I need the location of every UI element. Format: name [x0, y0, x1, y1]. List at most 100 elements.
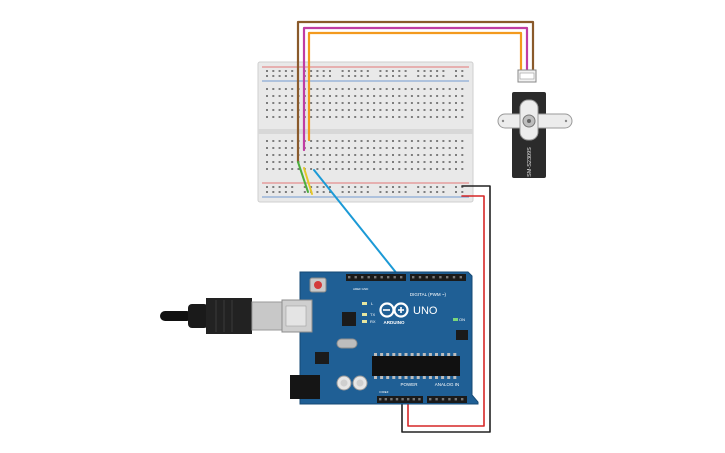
breadboard-hole	[354, 70, 357, 72]
breadboard-hole	[341, 88, 344, 90]
breadboard-hole	[272, 186, 275, 188]
chip-pin	[435, 353, 438, 356]
wire-blue-signal[interactable]	[313, 169, 403, 281]
breadboard-hole	[392, 70, 394, 72]
breadboard-hole	[385, 140, 388, 142]
breadboard-hole	[341, 102, 344, 104]
breadboard-hole	[461, 168, 464, 170]
digital-header-2	[410, 274, 466, 281]
breadboard-hole	[322, 70, 325, 72]
breadboard-hole	[404, 70, 407, 72]
wire-red-5v[interactable]	[407, 195, 485, 427]
digital-pin-hole	[446, 276, 449, 279]
breadboard-hole	[417, 191, 420, 193]
breadboard-hole	[404, 109, 407, 111]
breadboard-hole	[392, 147, 394, 149]
chip-pin	[453, 353, 457, 356]
chip-pin	[453, 376, 457, 379]
breadboard-hole	[373, 95, 376, 97]
breadboard-hole	[291, 140, 294, 142]
usb-cable[interactable]	[160, 298, 283, 334]
breadboard-hole	[366, 102, 369, 104]
breadboard-hole	[423, 95, 426, 97]
breadboard-hole	[266, 168, 268, 170]
breadboard-hole	[455, 154, 457, 156]
wire-magenta-servo-power[interactable]	[302, 26, 529, 152]
breadboard-hole	[272, 95, 275, 97]
breadboard-hole	[278, 168, 281, 170]
breadboard-hole	[278, 154, 281, 156]
wire-brown-servo-ground[interactable]	[296, 20, 535, 164]
breadboard-hole	[278, 75, 281, 77]
breadboard-hole	[366, 109, 369, 111]
breadboard-hole	[316, 70, 319, 72]
breadboard-hole	[347, 140, 350, 142]
breadboard-hole	[385, 102, 388, 104]
chip-pin	[386, 353, 390, 356]
breadboard-hole	[322, 75, 325, 77]
breadboard-hole	[360, 168, 363, 170]
breadboard-hole	[322, 147, 325, 149]
breadboard-hole	[461, 140, 464, 142]
breadboard-hole	[436, 140, 439, 142]
breadboard-hole	[461, 154, 464, 156]
servo-motor[interactable]: SM-S2309S	[497, 69, 573, 178]
breadboard-hole	[354, 109, 357, 111]
breadboard-hole	[341, 168, 344, 170]
breadboard-hole	[347, 154, 350, 156]
breadboard[interactable]	[257, 61, 474, 203]
breadboard-hole	[335, 140, 338, 142]
usb-strain-relief	[188, 304, 208, 328]
breadboard-hole	[347, 168, 350, 170]
digital-pin-hole	[400, 276, 403, 279]
breadboard-hole	[278, 88, 281, 90]
breadboard-hole	[404, 168, 407, 170]
breadboard-hole	[392, 191, 394, 193]
breadboard-hole	[272, 191, 275, 193]
chip-pin	[386, 376, 390, 379]
breadboard-hole	[316, 116, 319, 118]
wire-yellow-jumper[interactable]	[303, 167, 313, 195]
breadboard-hole	[436, 154, 439, 156]
breadboard-hole	[341, 147, 344, 149]
breadboard-hole	[442, 88, 445, 90]
chip-pin	[392, 353, 396, 356]
breadboard-hole	[278, 102, 281, 104]
breadboard-hole	[442, 116, 445, 118]
breadboard-hole	[284, 140, 287, 142]
breadboard-hole	[385, 88, 388, 90]
power-pin-hole	[412, 398, 415, 401]
breadboard-hole	[398, 186, 401, 188]
breadboard-hole	[373, 161, 376, 163]
chip-pin	[422, 376, 426, 379]
breadboard-hole	[423, 147, 426, 149]
breadboard-hole	[429, 95, 432, 97]
breadboard-hole	[266, 95, 268, 97]
breadboard-hole	[329, 147, 331, 149]
breadboard-hole	[429, 88, 432, 90]
breadboard-hole	[436, 109, 439, 111]
breadboard-hole	[448, 109, 451, 111]
breadboard-hole	[404, 88, 407, 90]
breadboard-hole	[392, 168, 394, 170]
breadboard-hole	[341, 191, 344, 193]
breadboard-hole	[442, 147, 445, 149]
arduino-uno[interactable]: DIGITAL (PWM ~) AREF GND L TX RX ARDUINO…	[281, 271, 479, 405]
breadboard-hole	[442, 168, 445, 170]
breadboard-hole	[429, 116, 432, 118]
breadboard-hole	[329, 95, 331, 97]
breadboard-hole	[272, 88, 275, 90]
breadboard-hole	[455, 70, 457, 72]
wire-green-jumper[interactable]	[297, 161, 309, 193]
breadboard-hole	[335, 154, 338, 156]
servo-connector-inner	[519, 72, 535, 80]
chip-pin	[380, 376, 384, 379]
wire-orange-servo-signal[interactable]	[307, 31, 523, 142]
breadboard-hole	[335, 116, 338, 118]
breadboard-hole	[417, 102, 420, 104]
breadboard-hole	[360, 95, 363, 97]
breadboard-hole	[360, 109, 363, 111]
chip-pin	[404, 376, 408, 379]
wire-black-ground[interactable]	[401, 185, 491, 433]
breadboard-hole	[461, 147, 464, 149]
